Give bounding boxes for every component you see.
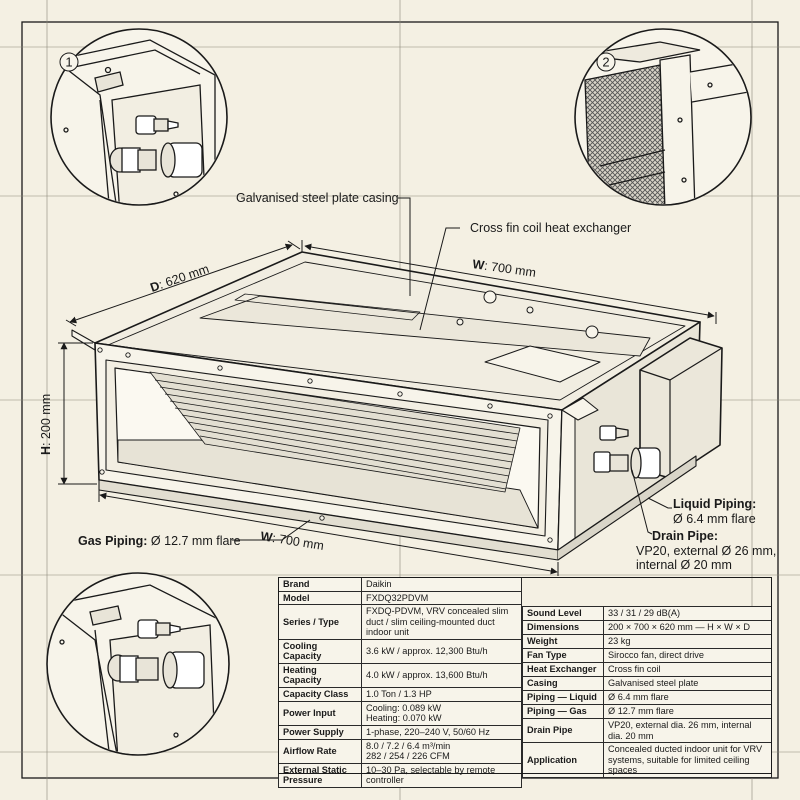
spec-key: Drain Pipe <box>522 718 604 743</box>
gas-piping-label: Gas Piping: Ø 12.7 mm flare <box>78 534 241 548</box>
spec-value: Daikin <box>361 577 522 592</box>
spec-key: Heating Capacity <box>278 662 362 688</box>
spec-key: Piping — Liquid <box>522 690 604 705</box>
indoor-unit-isometric <box>71 251 723 561</box>
detail-1-number: 1 <box>65 55 72 70</box>
spec-key: Casing <box>522 676 604 691</box>
spec-key: Application <box>522 742 604 778</box>
spec-value: VP20, external dia. 26 mm, internal dia.… <box>603 718 772 743</box>
spec-value: Galvanised steel plate <box>603 676 772 691</box>
spec-key: Model <box>278 590 362 605</box>
spec-key: Heat Exchanger <box>522 662 604 677</box>
spec-value-line: 282 / 254 / 226 CFM <box>366 751 450 761</box>
leader-lines <box>232 197 672 541</box>
spec-value: Ø 6.4 mm flare <box>603 690 772 705</box>
depth-dimension-label: D: 620 mm <box>148 262 210 295</box>
spec-key: Power Input <box>278 700 362 726</box>
spec-key: Piping — Gas <box>522 704 604 719</box>
spec-key: Brand <box>278 577 362 592</box>
spec-value: 1-phase, 220–240 V, 50/60 Hz <box>361 724 522 740</box>
spec-value: FXDQ32PDVM <box>361 590 522 605</box>
spec-value: FXDQ-PDVM, VRV concealed slim duct / sli… <box>361 604 522 640</box>
casing-label: Galvanised steel plate casing <box>236 191 399 205</box>
spec-value: 4.0 kW / approx. 13,600 Btu/h <box>361 662 522 688</box>
spec-key: Series / Type <box>278 604 362 640</box>
spec-key: Fan Type <box>522 648 604 663</box>
height-dimension-label: H: 200 mm <box>39 394 53 455</box>
spec-value: 1.0 Ton / 1.3 HP <box>361 686 522 702</box>
drain-pipe-value-2: internal Ø 20 mm <box>636 558 732 572</box>
spec-value: 10–30 Pa, selectable by remote controlle… <box>361 762 522 788</box>
spec-key: Weight <box>522 634 604 649</box>
spec-value: 3.6 kW / approx. 12,300 Btu/h <box>361 638 522 664</box>
refrigerant-pipes <box>593 425 661 479</box>
spec-value: Sirocco fan, direct drive <box>603 648 772 663</box>
spec-key: Power Supply <box>278 724 362 740</box>
coil-fins <box>149 371 521 493</box>
spec-key: Capacity Class <box>278 686 362 702</box>
spec-key: Dimensions <box>522 620 604 635</box>
spec-value: 23 kg <box>603 634 772 649</box>
detail-circle-1: 1 <box>50 28 228 206</box>
spec-value: Cross fin coil <box>603 662 772 677</box>
drain-pipe-label: Drain Pipe: <box>652 529 718 543</box>
coil-label: Cross fin coil heat exchanger <box>470 221 631 235</box>
spec-value-line: Heating: 0.070 kW <box>366 713 442 723</box>
spec-value-line: 8.0 / 7.2 / 6.4 m³/min <box>366 740 451 751</box>
liquid-piping-label: Liquid Piping: <box>673 497 756 511</box>
drain-pipe-value-1: VP20, external Ø 26 mm, <box>636 544 776 558</box>
detail-circle-2: 2 <box>574 28 752 206</box>
spec-value: Ø 12.7 mm flare <box>603 704 772 719</box>
spec-value: Concealed ducted indoor unit for VRV sys… <box>603 742 772 778</box>
spec-key: Cooling Capacity <box>278 638 362 664</box>
spec-value-line: Cooling: 0.089 kW <box>366 702 442 713</box>
detail-2-number: 2 <box>602 55 609 70</box>
spec-key: Airflow Rate <box>278 738 362 764</box>
spec-key: Sound Level <box>522 606 604 621</box>
liquid-piping-value: Ø 6.4 mm flare <box>673 512 756 526</box>
spec-value: 33 / 31 / 29 dB(A) <box>603 606 772 621</box>
dimension-lines <box>58 240 717 576</box>
detail-circle-3 <box>46 572 230 756</box>
spec-key: External Static Pressure <box>278 762 362 788</box>
spec-value: 200 × 700 × 620 mm — H × W × D <box>603 620 772 635</box>
